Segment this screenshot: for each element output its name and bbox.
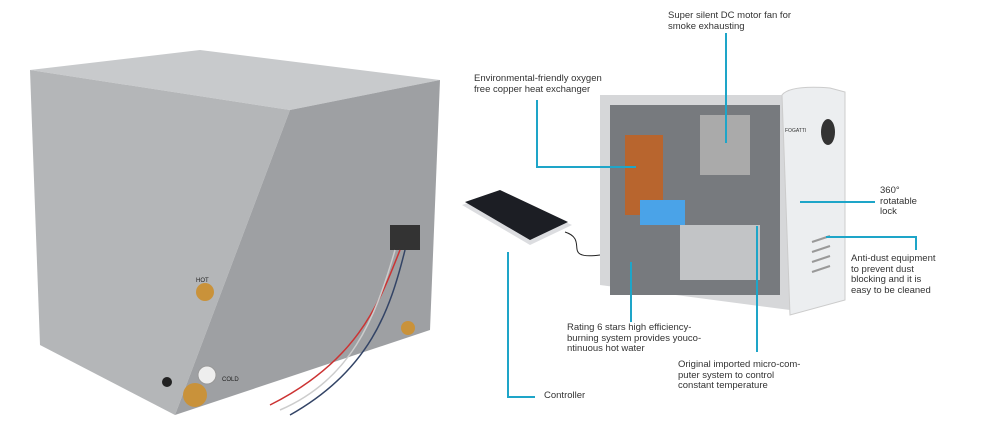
cold-water-fitting	[183, 383, 207, 407]
controller-callout-line-v	[507, 252, 509, 398]
lock-callout-line	[800, 201, 875, 203]
fan-callout: Super silent DC motor fan for smoke exha…	[668, 10, 792, 32]
water-heater-open-view	[600, 86, 846, 316]
copper-callout-line-h	[536, 166, 636, 168]
antidust-callout-line-v	[915, 236, 917, 250]
lock-callout: 360° rotatable lock	[880, 185, 917, 217]
cold-label: COLD	[222, 377, 239, 383]
burning-callout: Rating 6 stars high efficiency- burning …	[567, 322, 702, 354]
water-heater-back-view	[30, 50, 440, 416]
hot-label: HOT	[196, 278, 209, 284]
brand-logo: FOGATTI	[785, 128, 807, 134]
controller-callout-line-h	[507, 396, 535, 398]
burning-callout-line	[630, 262, 632, 322]
hot-water-fitting	[196, 283, 214, 301]
antidust-callout: Anti-dust equipment to prevent dust bloc…	[851, 253, 936, 296]
microcomputer-callout: Original imported micro-com- puter syste…	[678, 359, 801, 391]
copper-callout-line-v	[536, 100, 538, 168]
fan-callout-line	[725, 33, 727, 143]
controller-device	[462, 190, 601, 257]
copper-callout: Environmental-friendly oxygen free coppe…	[474, 73, 602, 95]
controller-callout: Controller	[544, 390, 586, 401]
antidust-callout-line-h	[826, 236, 916, 238]
microcomputer-callout-line	[756, 226, 758, 352]
